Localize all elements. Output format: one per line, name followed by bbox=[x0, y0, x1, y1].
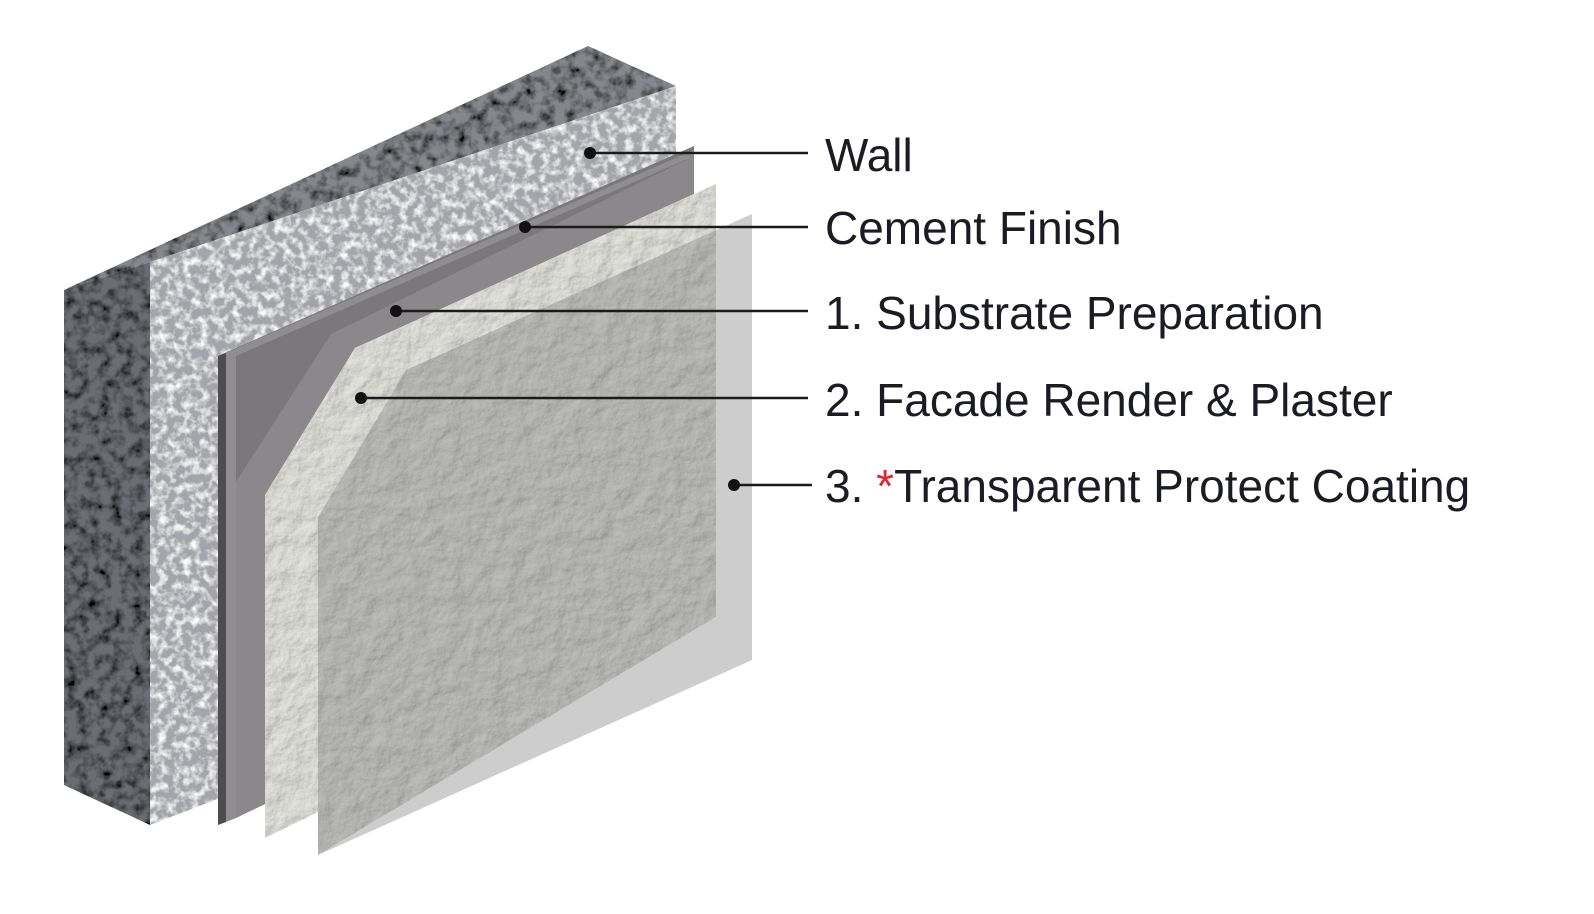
wall-top-face bbox=[64, 46, 676, 290]
label-substrate-preparation: 1. Substrate Preparation bbox=[825, 287, 1324, 339]
leader-render bbox=[355, 392, 808, 404]
label-coating-prefix: 3. bbox=[825, 460, 876, 512]
leader-substrate bbox=[390, 305, 808, 317]
leader-wall bbox=[584, 147, 808, 159]
label-coating-text: Transparent Protect Coating bbox=[894, 460, 1470, 512]
label-wall: Wall bbox=[825, 129, 913, 181]
coating-layer bbox=[318, 214, 752, 855]
leader-dot-substrate bbox=[390, 305, 402, 317]
cement-finish-edge bbox=[218, 353, 226, 825]
leader-dot-cement bbox=[519, 221, 531, 233]
coating-inner-texture bbox=[318, 230, 716, 855]
label-transparent-protect-coating: 3. *Transparent Protect Coating bbox=[825, 460, 1470, 512]
leader-dot-wall bbox=[584, 147, 596, 159]
label-cement-finish: Cement Finish bbox=[825, 202, 1122, 254]
leader-dot-render bbox=[355, 392, 367, 404]
leader-dot-coating bbox=[728, 479, 740, 491]
asterisk-mark: * bbox=[876, 460, 894, 512]
leader-cement bbox=[519, 221, 808, 233]
label-facade-render-plaster: 2. Facade Render & Plaster bbox=[825, 374, 1393, 426]
wall-side-face bbox=[64, 262, 150, 825]
leader-coating bbox=[728, 479, 812, 491]
